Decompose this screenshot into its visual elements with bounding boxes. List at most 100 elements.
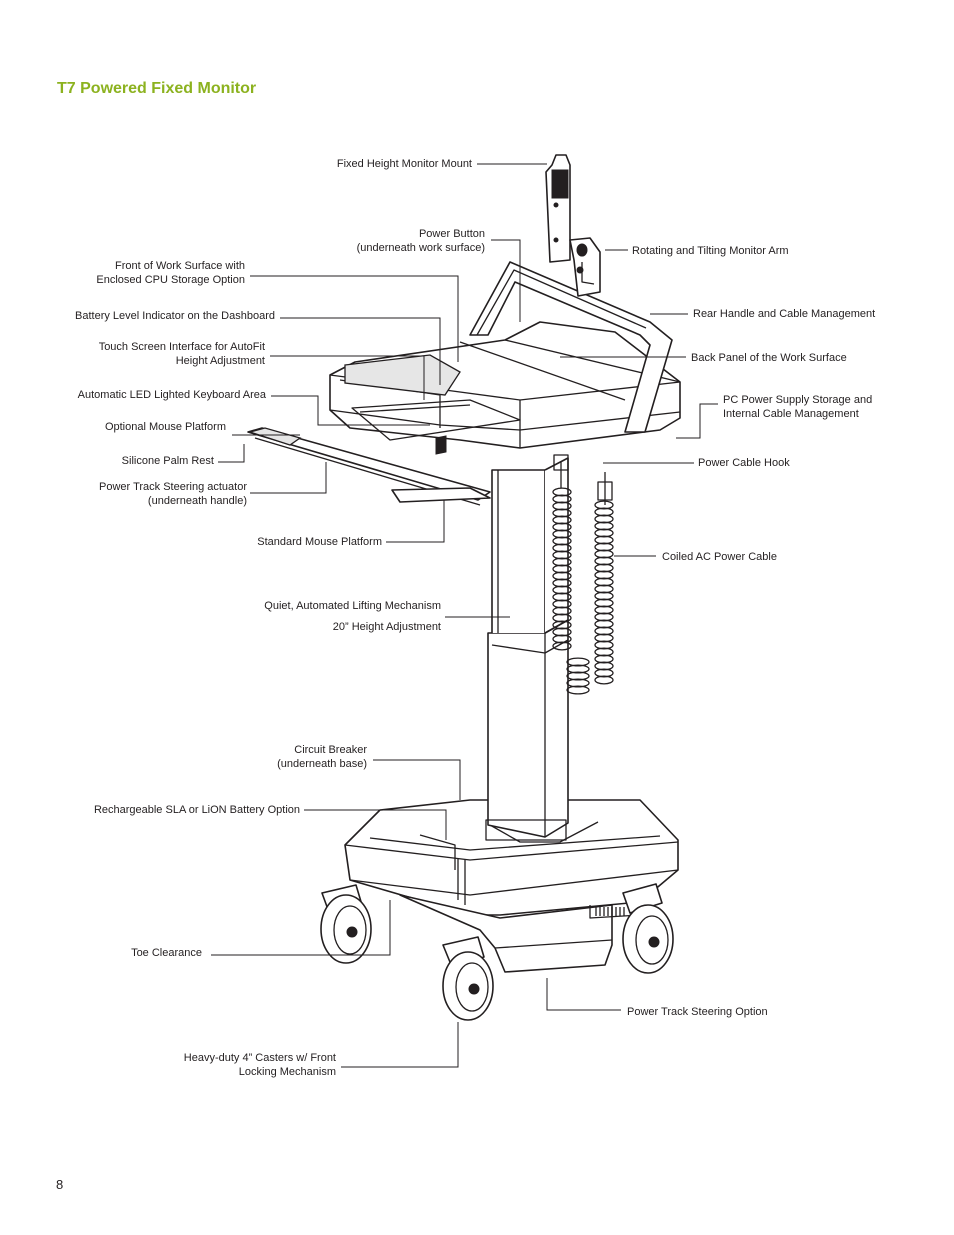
label-touch-screen-line2: Height Adjustment <box>175 355 265 367</box>
coil-loop <box>594 507 614 517</box>
label-power-button: Power Button (underneath work surface) <box>357 227 485 255</box>
label-touch-screen-line1: Touch Screen Interface for AutoFit <box>98 341 265 353</box>
coil-loop <box>566 671 590 681</box>
coil-loop <box>594 521 614 531</box>
coil-loop <box>552 578 572 588</box>
label-optional-mouse-platform: Optional Mouse Platform <box>104 421 226 433</box>
coil-loop <box>552 613 572 623</box>
label-standard-mouse-platform: Standard Mouse Platform <box>257 536 382 548</box>
coil-loop <box>552 585 572 595</box>
label-casters-line2: Locking Mechanism <box>238 1066 336 1078</box>
label-fixed-height-monitor-mount: Fixed Height Monitor Mount <box>336 158 472 170</box>
coiled-cable <box>552 454 614 695</box>
coil-loop <box>594 675 614 685</box>
work-surface <box>329 321 681 455</box>
leader-lines <box>211 163 718 1068</box>
label-power-button-line1: Power Button <box>418 228 485 240</box>
coil-loop <box>594 626 614 636</box>
coil-loop <box>566 685 590 695</box>
label-power-track-steering-option: Power Track Steering Option <box>627 1006 768 1018</box>
coil-loop <box>594 570 614 580</box>
coil-loop <box>594 591 614 601</box>
coil-loop <box>552 501 572 511</box>
label-front-work-surface: Front of Work Surface with Enclosed CPU … <box>96 259 245 287</box>
label-circuit-breaker: Circuit Breaker (underneath base) <box>277 743 367 771</box>
label-power-track-actuator-line2: (underneath handle) <box>147 495 247 507</box>
coil-loop <box>594 556 614 566</box>
label-pc-power-supply-line2: Internal Cable Management <box>723 408 859 420</box>
coil-loop <box>594 500 614 510</box>
label-touch-screen: Touch Screen Interface for AutoFit Heigh… <box>99 340 265 368</box>
coil-loop <box>552 487 572 497</box>
label-power-button-line2: (underneath work surface) <box>356 242 485 254</box>
coil-loop <box>594 612 614 622</box>
coil-loop <box>594 647 614 657</box>
label-power-cable-hook: Power Cable Hook <box>698 457 790 469</box>
coil-loop <box>594 584 614 594</box>
coil-loop <box>552 599 572 609</box>
coil-loop <box>594 633 614 643</box>
vent-grille <box>595 907 625 916</box>
cart-illustration <box>247 154 681 1021</box>
page-title: T7 Powered Fixed Monitor <box>57 80 257 97</box>
coil-loop <box>594 514 614 524</box>
label-front-work-surface-line2: Enclosed CPU Storage Option <box>96 274 245 286</box>
label-front-work-surface-line1: Front of Work Surface with <box>114 260 245 272</box>
coil-loop <box>552 620 572 630</box>
coil-loop <box>594 668 614 678</box>
label-silicone-palm-rest: Silicone Palm Rest <box>121 455 214 467</box>
coil-loop <box>552 508 572 518</box>
label-rotating-monitor-arm: Rotating and Tilting Monitor Arm <box>632 245 789 257</box>
coil-loop <box>594 549 614 559</box>
coil-loop <box>566 664 590 674</box>
coil-loop <box>552 529 572 539</box>
label-lifting-mechanism: Quiet, Automated Lifting Mechanism <box>264 600 441 612</box>
label-power-track-actuator-line1: Power Track Steering actuator <box>99 481 247 493</box>
label-power-track-actuator: Power Track Steering actuator (underneat… <box>99 480 247 508</box>
coil-loop <box>594 598 614 608</box>
coil-loop <box>594 563 614 573</box>
label-height-adjustment: 20” Height Adjustment <box>332 621 441 633</box>
coil-loop <box>552 606 572 616</box>
coil-loop <box>594 661 614 671</box>
coil-loop <box>552 592 572 602</box>
coil-loop <box>594 654 614 664</box>
coil-loop <box>552 494 572 504</box>
label-circuit-breaker-line1: Circuit Breaker <box>294 744 367 756</box>
caster-rear-right <box>622 883 674 974</box>
label-circuit-breaker-line2: (underneath base) <box>277 758 367 770</box>
page-number: 8 <box>56 1177 64 1192</box>
label-pc-power-supply: PC Power Supply Storage and Internal Cab… <box>723 393 872 421</box>
coil-loop <box>594 605 614 615</box>
label-battery-indicator: Battery Level Indicator on the Dashboard <box>75 310 275 322</box>
label-back-panel: Back Panel of the Work Surface <box>691 352 847 364</box>
coil-loop <box>552 543 572 553</box>
coil-loop <box>552 515 572 525</box>
label-rear-handle: Rear Handle and Cable Management <box>693 308 876 320</box>
coil-loop <box>552 536 572 546</box>
coil-loop <box>552 627 572 637</box>
rear-handle <box>469 261 673 433</box>
coil-loop <box>552 522 572 532</box>
label-casters: Heavy-duty 4” Casters w/ Front Locking M… <box>184 1051 336 1079</box>
label-toe-clearance: Toe Clearance <box>131 947 202 959</box>
coil-loop <box>594 535 614 545</box>
label-casters-line1: Heavy-duty 4” Casters w/ Front <box>183 1052 336 1064</box>
coil-loop <box>552 641 572 651</box>
monitor-mount <box>545 154 601 297</box>
coil-loop <box>566 678 590 688</box>
caster-front-right <box>442 936 494 1021</box>
coil-loop <box>566 657 590 667</box>
label-pc-power-supply-line1: PC Power Supply Storage and <box>723 394 873 406</box>
label-battery-option: Rechargeable SLA or LiON Battery Option <box>93 804 300 816</box>
coil-loop <box>594 542 614 552</box>
label-coiled-ac-power-cable: Coiled AC Power Cable <box>662 551 777 563</box>
coil-loop <box>552 550 572 560</box>
coil-loop <box>594 528 614 538</box>
coil-loop <box>552 564 572 574</box>
coil-loop <box>552 634 572 644</box>
caster-front-left <box>320 884 372 964</box>
coil-loop <box>552 557 572 567</box>
coil-loop <box>594 577 614 587</box>
